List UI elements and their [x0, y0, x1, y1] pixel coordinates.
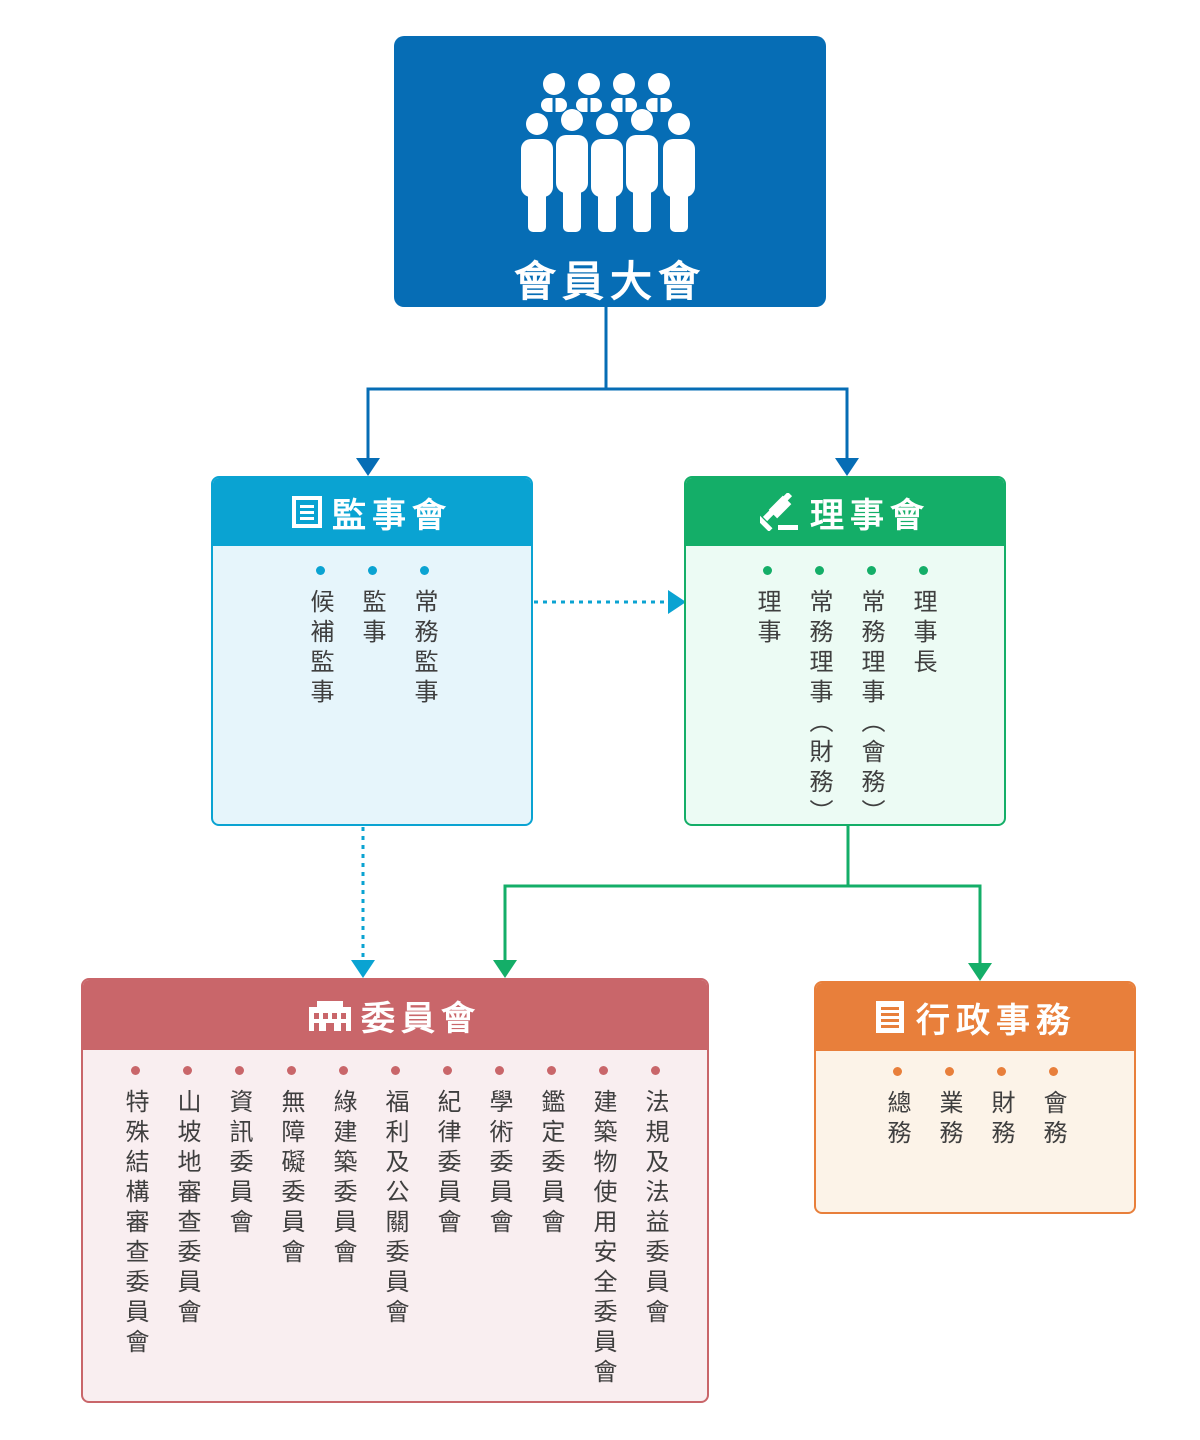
directors-title: 理事會: [810, 495, 930, 536]
member-label: 候補監事: [306, 589, 334, 709]
assembly-connector: [366, 307, 849, 462]
member-label: 學術委員會: [485, 1089, 513, 1239]
member-item: 紀律委員會: [421, 1066, 473, 1389]
building-icon: [309, 999, 351, 1031]
member-label: 福利及公關委員會: [381, 1089, 409, 1329]
member-item: 理事: [741, 566, 793, 824]
member-item: 建築物使用安全委員會: [577, 1066, 629, 1389]
member-label: 常務監事: [410, 589, 438, 709]
general-assembly-box: 會員大會: [394, 36, 826, 307]
committees-title: 委員會: [361, 998, 481, 1039]
bullet: [996, 1067, 1006, 1076]
bullet: [442, 1066, 452, 1075]
general-assembly-title: 會員大會: [513, 257, 706, 306]
directors-box: 理事會 理事長 常務理事（會務） 常務理事（財務） 理事: [684, 476, 1006, 826]
member-label: 總務: [883, 1090, 911, 1150]
member-label: 山坡地審查委員會: [173, 1089, 201, 1329]
member-label: 鑑定委員會: [537, 1089, 565, 1239]
administration-title: 行政事務: [916, 1000, 1076, 1041]
bullet: [892, 1067, 902, 1076]
gavel-icon: [760, 493, 800, 531]
member-item: 候補監事: [294, 566, 346, 709]
directors-members: 理事長 常務理事（會務） 常務理事（財務） 理事: [686, 566, 1004, 826]
member-item: 特殊結構審查委員會: [109, 1066, 161, 1389]
supervisors-title: 監事會: [332, 495, 452, 536]
administration-box: 行政事務 會務 財務 業務 總務: [814, 981, 1136, 1214]
member-label: 會務: [1039, 1090, 1067, 1150]
member-item: 法規及法益委員會: [629, 1066, 681, 1389]
member-label: 財務: [987, 1090, 1015, 1150]
bullet: [338, 1066, 348, 1075]
bullet: [390, 1066, 400, 1075]
bullet: [286, 1066, 296, 1075]
member-label: 綠建築委員會: [329, 1089, 357, 1269]
bullet: [234, 1066, 244, 1075]
arrow-to-directors: [835, 458, 859, 476]
administration-members: 會務 財務 業務 總務: [816, 1067, 1134, 1150]
bullet: [419, 566, 429, 575]
member-item: 業務: [923, 1067, 975, 1150]
member-item: 常務理事（財務）: [793, 566, 845, 826]
member-label: 理事長: [909, 589, 937, 679]
arrow-to-directors-dotted: [668, 590, 686, 614]
member-item: 山坡地審查委員會: [161, 1066, 213, 1389]
bullet: [650, 1066, 660, 1075]
member-label: 理事: [753, 589, 781, 649]
member-item: 福利及公關委員會: [369, 1066, 421, 1389]
member-label: 監事: [358, 589, 386, 649]
arrow-to-committees: [493, 960, 517, 978]
administration-header: 行政事務: [816, 983, 1134, 1051]
directors-header: 理事會: [686, 478, 1004, 546]
bullet: [944, 1067, 954, 1076]
bullet: [494, 1066, 504, 1075]
member-item: 綠建築委員會: [317, 1066, 369, 1389]
bullet: [130, 1066, 140, 1075]
committees-box: 委員會 法規及法益委員會 建築物使用安全委員會 鑑定委員會 學術委員會 紀律委員…: [81, 978, 709, 1403]
bullet: [315, 566, 325, 575]
member-item: 財務: [975, 1067, 1027, 1150]
supervisors-members: 常務監事 監事 候補監事: [213, 566, 531, 709]
bullet: [182, 1066, 192, 1075]
supervisors-box: 監事會 常務監事 監事 候補監事: [211, 476, 533, 826]
bullet: [598, 1066, 608, 1075]
arrow-to-admin: [968, 963, 992, 981]
committees-members: 法規及法益委員會 建築物使用安全委員會 鑑定委員會 學術委員會 紀律委員會 福利…: [83, 1066, 707, 1389]
member-label: 業務: [935, 1090, 963, 1150]
directors-connector: [503, 826, 982, 964]
member-label: 建築物使用安全委員會: [589, 1089, 617, 1389]
member-label: 特殊結構審查委員會: [121, 1089, 149, 1359]
arrow-to-committees-dotted: [351, 960, 375, 978]
bullet: [1048, 1067, 1058, 1076]
people-group-icon: [521, 73, 695, 232]
bullet: [546, 1066, 556, 1075]
member-item: 學術委員會: [473, 1066, 525, 1389]
bullet: [367, 566, 377, 575]
member-item: 資訊委員會: [213, 1066, 265, 1389]
arrow-to-supervisors: [356, 458, 380, 476]
supervisors-header: 監事會: [213, 478, 531, 546]
bullet: [918, 566, 928, 575]
member-label: 常務理事（會務）: [857, 589, 885, 826]
member-label: 紀律委員會: [433, 1089, 461, 1239]
document-icon: [874, 999, 906, 1035]
member-item: 理事長: [897, 566, 949, 824]
committees-header: 委員會: [83, 980, 707, 1050]
member-item: 常務監事: [398, 566, 450, 709]
member-label: 資訊委員會: [225, 1089, 253, 1239]
member-item: 總務: [871, 1067, 923, 1150]
member-label: 常務理事（財務）: [805, 589, 833, 826]
member-item: 鑑定委員會: [525, 1066, 577, 1389]
bullet: [814, 566, 824, 575]
list-icon: [292, 496, 322, 528]
member-label: 無障礙委員會: [277, 1089, 305, 1269]
member-item: 無障礙委員會: [265, 1066, 317, 1389]
member-item: 監事: [346, 566, 398, 709]
member-item: 會務: [1027, 1067, 1079, 1150]
bullet: [866, 566, 876, 575]
member-label: 法規及法益委員會: [641, 1089, 669, 1329]
member-item: 常務理事（會務）: [845, 566, 897, 826]
bullet: [762, 566, 772, 575]
